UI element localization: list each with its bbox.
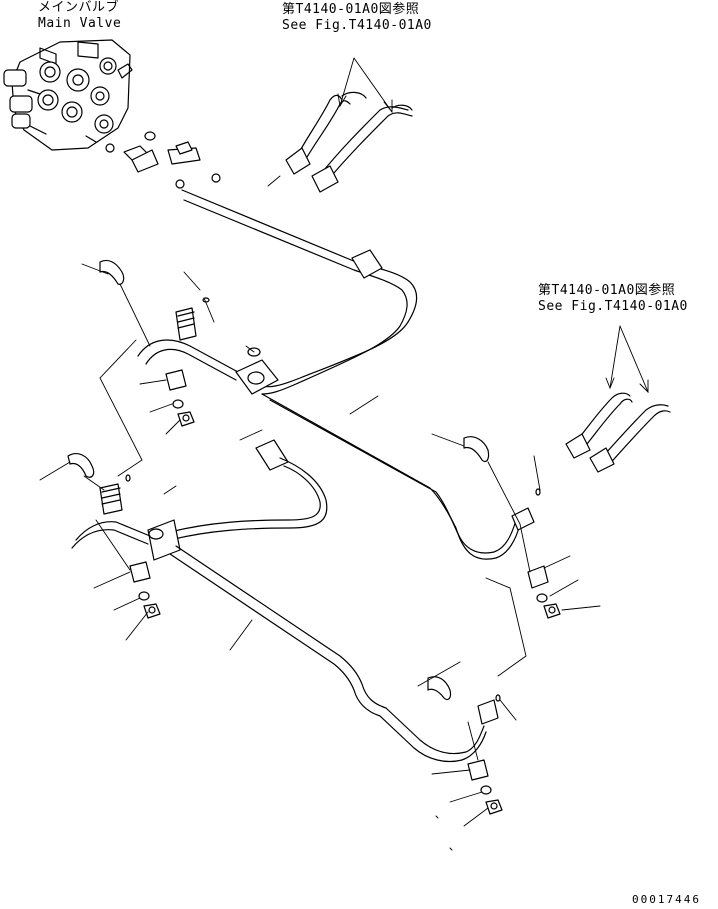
clamps-lower-left — [67, 453, 161, 619]
ref-top-label-jp: 第T4140-01A0図参照 — [282, 2, 420, 17]
upper-pipes — [137, 189, 535, 560]
ref-right-label-jp: 第T4140-01A0図参照 — [538, 283, 676, 298]
ref-right-label-en: See Fig.T4140-01A0 — [538, 299, 688, 314]
lower-pipes — [71, 439, 499, 763]
drawing-number: 00017446 — [632, 893, 701, 906]
main-valve-label-en: Main Valve — [38, 16, 122, 31]
main-valve-label-jp: メインバルブ — [38, 0, 120, 15]
clamps-lower-right — [427, 676, 503, 815]
hoses-right — [565, 392, 671, 473]
hoses-top — [285, 91, 413, 193]
leader-lines — [39, 175, 601, 851]
valve-fittings — [105, 131, 221, 189]
ref-top-label-en: See Fig.T4140-01A0 — [282, 18, 432, 33]
clamps-right — [463, 436, 561, 619]
main-valve — [3, 39, 133, 151]
clamps-upper-left — [99, 259, 261, 427]
